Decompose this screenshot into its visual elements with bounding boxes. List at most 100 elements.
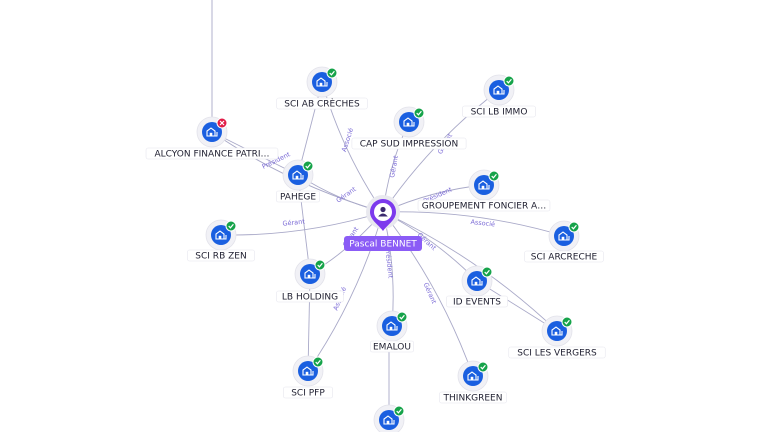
node-circle[interactable]: [467, 271, 487, 291]
building-icon: [383, 415, 395, 425]
check-badge-icon: [225, 220, 237, 232]
node-sci-lb-immo[interactable]: SCI LB IMMO: [462, 74, 536, 118]
node-label: GROUPEMENT FONCIER A…: [422, 202, 546, 212]
node-label: ALCYON FINANCE PATRI…: [155, 150, 270, 160]
node-circle[interactable]: [382, 316, 402, 336]
node-label: PAHEGE: [280, 193, 316, 203]
edge-label-emalou: Président: [383, 248, 394, 279]
edge-label-pahege: Gérant: [335, 185, 358, 205]
checkmark-icon: [480, 364, 486, 370]
cross-icon: [219, 120, 225, 126]
building-icon: [386, 321, 398, 331]
node-groupement-foncier[interactable]: GROUPEMENT FONCIER A…: [417, 169, 551, 212]
node-sci-les-vergers[interactable]: SCI LES VERGERS: [508, 315, 606, 359]
check-badge-icon: [396, 311, 408, 323]
node-label: EMALOU: [373, 343, 411, 353]
edge-pahege-abcreches: [297, 81, 323, 176]
edge-label-cap-sud-impression: Gérant: [388, 155, 400, 179]
node-label: ID EVENTS: [453, 298, 501, 308]
node-circle[interactable]: [211, 225, 231, 245]
edge-center-sci-arcreche: [382, 211, 565, 237]
node-pahege[interactable]: PAHEGE: [275, 159, 320, 203]
building-icon: [215, 230, 227, 240]
check-badge-icon: [503, 75, 515, 87]
node-sci-ab-creches[interactable]: SCI AB CRÈCHES: [276, 66, 368, 110]
node-label: SCI PFP: [291, 389, 325, 399]
node-label: SCI ARCRECHE: [531, 253, 598, 263]
building-icon: [302, 366, 314, 376]
checkmark-icon: [564, 319, 570, 325]
node-circle[interactable]: [399, 112, 419, 132]
building-icon: [403, 117, 415, 127]
check-badge-icon: [481, 266, 493, 278]
building-icon: [493, 85, 505, 95]
check-badge-icon: [393, 405, 405, 417]
check-badge-icon: [312, 356, 324, 368]
center-name-tag: [344, 236, 422, 251]
node-circle[interactable]: [298, 361, 318, 381]
node-label-bg: [351, 137, 467, 150]
check-badge-icon: [302, 160, 314, 172]
node-circle[interactable]: [300, 264, 320, 284]
checkmark-icon: [315, 359, 321, 365]
node-cap-sud-impression[interactable]: CAP SUD IMPRESSION: [351, 106, 467, 150]
checkmark-icon: [399, 314, 405, 320]
center-name: Pascal BENNET: [349, 240, 417, 250]
checkmark-icon: [491, 173, 497, 179]
node-label: SCI RB ZEN: [195, 252, 246, 262]
node-thinkgreen[interactable]: THINKGREEN: [439, 360, 507, 404]
node-label: SCI AB CRÈCHES: [284, 98, 360, 110]
node-label-bg: [524, 250, 604, 263]
building-icon: [206, 127, 218, 137]
node-label-bg: [276, 290, 344, 303]
node-label-bg: [145, 147, 279, 160]
node-lb-holding[interactable]: LB HOLDING: [276, 258, 344, 303]
node-circle[interactable]: [379, 410, 399, 430]
edge-center-sci-les-vergers: [382, 211, 558, 332]
building-icon: [551, 326, 563, 336]
node-label: THINKGREEN: [443, 394, 503, 404]
building-icon: [478, 180, 490, 190]
edge-vergers-idevents: [476, 280, 558, 332]
check-badge-icon: [413, 107, 425, 119]
node-label: SCI LES VERGERS: [517, 349, 597, 359]
node-circle[interactable]: [312, 72, 332, 92]
edge-center-thinkgreen: [382, 211, 474, 377]
checkmark-icon: [506, 78, 512, 84]
node-circle[interactable]: [489, 80, 509, 100]
node-sci-arcreche[interactable]: SCI ARCRECHE: [524, 220, 604, 263]
checkmark-icon: [305, 163, 311, 169]
node-sci-rb-zen[interactable]: SCI RB ZEN: [187, 219, 255, 262]
node-label-bg: [187, 249, 255, 262]
node-bottom-node[interactable]: [373, 404, 405, 432]
center-node[interactable]: Pascal BENNET: [344, 195, 422, 251]
node-label-bg: [439, 391, 507, 404]
nodes-layer: SCI AB CRÈCHES ALCYON FINANCE PATRI… CAP S…: [145, 66, 606, 432]
node-label-bg: [446, 295, 508, 308]
check-badge-icon: [568, 221, 580, 233]
node-id-events[interactable]: ID EVENTS: [446, 265, 508, 308]
check-badge-icon: [314, 259, 326, 271]
node-emalou[interactable]: EMALOU: [369, 310, 414, 353]
node-sci-pfp[interactable]: SCI PFP: [283, 355, 333, 399]
building-icon: [304, 269, 316, 279]
node-circle[interactable]: [554, 226, 574, 246]
node-alcyon-finance[interactable]: ALCYON FINANCE PATRI…: [145, 116, 279, 160]
node-label: LB HOLDING: [282, 293, 338, 303]
node-circle[interactable]: [202, 122, 222, 142]
checkmark-icon: [484, 269, 490, 275]
node-circle[interactable]: [474, 175, 494, 195]
node-circle[interactable]: [288, 165, 308, 185]
node-circle[interactable]: [547, 321, 567, 341]
check-badge-icon: [326, 67, 338, 79]
node-label-bg: [508, 346, 606, 359]
node-label-bg: [462, 105, 536, 118]
node-circle[interactable]: [463, 366, 483, 386]
node-label-bg: [276, 97, 368, 110]
edge-lbholding-pfp: [307, 273, 311, 372]
check-badge-icon: [477, 361, 489, 373]
building-icon: [292, 170, 304, 180]
edge-center-sci-rb-zen: [220, 211, 384, 236]
